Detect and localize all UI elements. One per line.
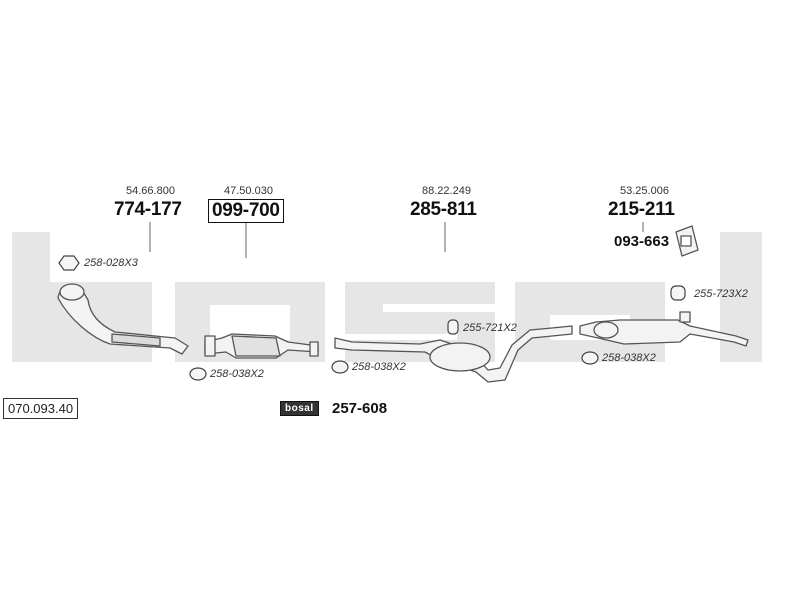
part-number[interactable]: 285-811 (410, 199, 477, 220)
oem-number: 54.66.800 (126, 185, 175, 197)
hanger-bracket-shape (675, 225, 699, 257)
accessory-code: 255-723X2 (694, 288, 748, 300)
oem-number: 53.25.006 (620, 185, 669, 197)
diagram-reference: 070.093.40 (3, 398, 79, 419)
gasket-icon (331, 360, 349, 374)
rear-silencer-shape (579, 311, 749, 347)
accessory-code: 258-038X2 (352, 361, 406, 373)
part-number-boxed[interactable]: 099-700 (208, 199, 284, 223)
rubber-mount-icon (447, 319, 459, 335)
oem-number: 88.22.249 (422, 185, 471, 197)
catalytic-converter-shape (204, 333, 319, 359)
middle-silencer-shape (334, 325, 573, 383)
accessory-code: 258-038X2 (602, 352, 656, 364)
fitting-kit-icon: bosal (280, 401, 319, 416)
part-number[interactable]: 215-211 (608, 199, 675, 220)
part-number[interactable]: 093-663 (614, 233, 670, 250)
accessory-code: 258-028X3 (84, 257, 138, 269)
oem-number: 47.50.030 (224, 185, 273, 197)
nut-icon (58, 255, 80, 271)
rubber-mount-icon (670, 285, 686, 301)
front-pipe-shape (57, 283, 189, 355)
gasket-icon (189, 367, 207, 381)
fitting-kit-part-number[interactable]: 257-608 (332, 400, 388, 417)
part-number[interactable]: 774-177 (114, 199, 182, 220)
accessory-code: 255-721X2 (463, 322, 517, 334)
gasket-icon (581, 351, 599, 365)
accessory-code: 258-038X2 (210, 368, 264, 380)
leader-lines (149, 222, 644, 258)
